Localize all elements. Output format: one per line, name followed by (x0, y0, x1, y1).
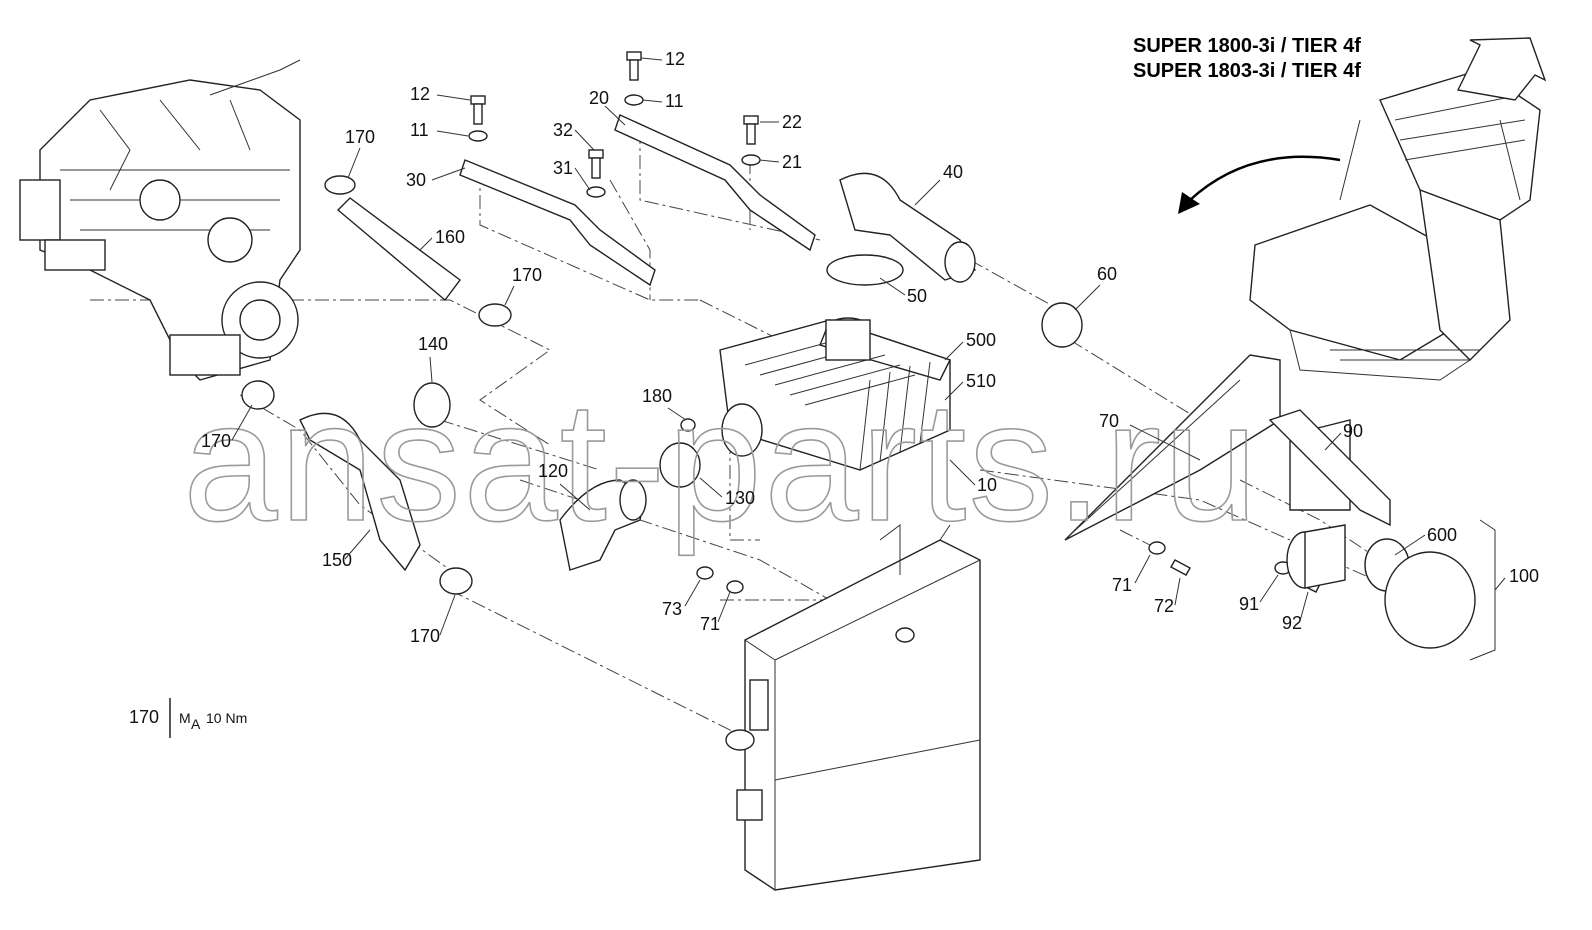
callout-12b: 12 (665, 49, 685, 69)
callout-31: 31 (553, 158, 573, 178)
callout-71a: 71 (700, 614, 720, 634)
callout-10: 10 (977, 475, 997, 495)
view-direction-arrow (1456, 37, 1547, 101)
radiator-cooler (725, 524, 981, 891)
callout-50: 50 (907, 286, 927, 306)
callout-20: 20 (589, 88, 609, 108)
callout-60: 60 (1097, 264, 1117, 284)
callout-130: 130 (725, 488, 755, 508)
model-title-line-2: SUPER 1803-3i / TIER 4f (1133, 60, 1361, 82)
cover-and-precleaner (1064, 354, 1496, 661)
callout-73: 73 (662, 599, 682, 619)
torque-note-value: 10 Nm (206, 710, 247, 726)
callout-22: 22 (782, 112, 802, 132)
callout-11b: 11 (665, 91, 684, 111)
paver-machine-illustration (1178, 37, 1547, 381)
callout-11a: 11 (410, 120, 429, 140)
callout-leaders (231, 57, 1506, 636)
callout-40: 40 (943, 162, 963, 182)
callout-170d: 170 (410, 626, 440, 646)
callout-150: 150 (322, 550, 352, 570)
callout-170b: 170 (512, 265, 542, 285)
callout-140: 140 (418, 334, 448, 354)
callout-12a: 12 (410, 84, 430, 104)
callout-170c: 170 (201, 431, 231, 451)
callout-91: 91 (1239, 594, 1259, 614)
sensor-180 (680, 418, 696, 432)
callout-70: 70 (1099, 411, 1119, 431)
curved-arrow-icon (1189, 155, 1341, 201)
callout-21: 21 (782, 152, 802, 172)
callout-90: 90 (1343, 421, 1363, 441)
torque-note-subscript: A (191, 716, 201, 732)
callout-120: 120 (538, 461, 568, 481)
torque-note-part: 170 (129, 707, 159, 727)
callout-600: 600 (1427, 525, 1457, 545)
callout-170a: 170 (345, 127, 375, 147)
engine-illustration (19, 59, 301, 381)
mounting-brackets (459, 114, 816, 287)
watermark-text: ansat-parts.ru (183, 367, 1260, 557)
callout-500: 500 (966, 330, 996, 350)
callout-100: 100 (1509, 566, 1539, 586)
torque-note: 170 M A 10 Nm (129, 698, 247, 738)
model-title-line-1: SUPER 1800-3i / TIER 4f (1133, 35, 1361, 57)
air-filter-housing (680, 317, 951, 471)
callout-32: 32 (553, 120, 573, 140)
callout-71b: 71 (1112, 575, 1132, 595)
callout-72: 72 (1154, 596, 1174, 616)
callout-92: 92 (1282, 613, 1302, 633)
torque-note-symbol: M (179, 710, 191, 726)
callout-180: 180 (642, 386, 672, 406)
part-callouts: 12 11 30 12 20 11 32 31 22 21 170 160 17… (201, 49, 1539, 646)
callout-510: 510 (966, 371, 996, 391)
callout-160: 160 (435, 227, 465, 247)
callout-30: 30 (406, 170, 426, 190)
